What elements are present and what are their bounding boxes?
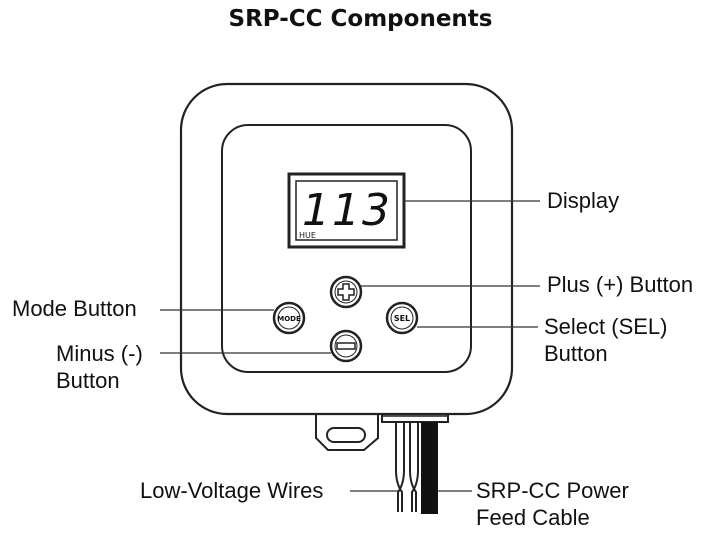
label-select-line2: Button [544,341,608,366]
mode-button-label: MODE [277,315,301,323]
label-plus-button: Plus (+) Button [547,272,694,297]
label-power-feed-cable: SRP-CC Power Feed Cable [476,477,629,531]
plus-icon [337,283,355,301]
mode-button[interactable]: MODE [272,301,306,335]
diagram-title: SRP-CC Components [228,6,493,32]
display-mode-text: HUE [299,231,316,240]
label-select-line1: Select (SEL) [544,314,668,339]
label-power-line2: Feed Cable [476,505,590,530]
label-low-voltage-wires: Low-Voltage Wires [140,478,324,503]
select-button[interactable]: SEL [385,301,419,335]
mounting-tab [315,404,379,451]
minus-icon [336,342,356,350]
label-minus-button: Minus (-) Button [56,340,143,394]
lcd-display: 113 HUE [287,172,406,249]
minus-button[interactable] [329,329,363,363]
label-minus-line1: Minus (-) [56,341,143,366]
low-voltage-wires [395,422,419,512]
power-feed-cable [421,422,438,514]
leader-lines [160,200,540,492]
display-digits: 113 [302,185,392,236]
plus-button[interactable] [329,275,363,309]
label-display: Display [547,188,620,213]
select-button-label: SEL [394,314,410,323]
label-power-line1: SRP-CC Power [476,478,629,503]
label-minus-line2: Button [56,368,120,393]
label-mode-button: Mode Button [12,296,137,321]
label-select-button: Select (SEL) Button [544,313,668,367]
